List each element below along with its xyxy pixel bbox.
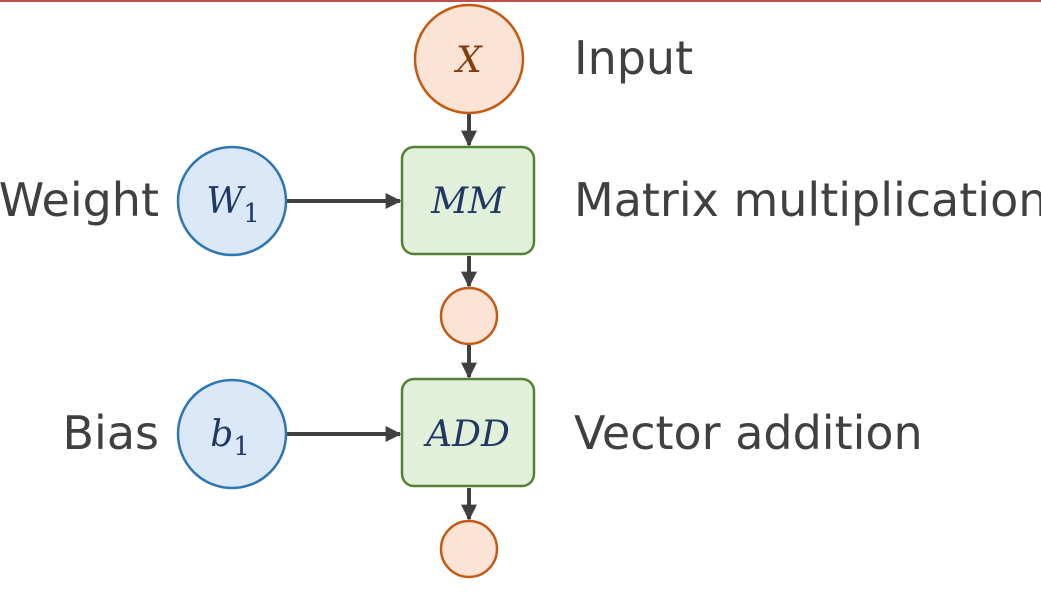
weight-symbol-main: W [206,181,246,222]
bias-label: Bias [63,406,160,460]
weight-node-symbol: W1 [206,181,260,229]
mm-op-node: MM [400,145,536,256]
bias-node: b1 [176,378,288,490]
bias-symbol-subscript: 1 [233,432,250,462]
mm-label: Matrix multiplication [574,173,1041,227]
input-node-circle [413,3,525,115]
mm-op-symbol: MM [430,181,506,222]
add-op-symbol: ADD [423,414,510,455]
edges [287,114,477,521]
weight-label: Weight [0,173,159,227]
weight-node-circle [176,145,288,257]
bias-node-symbol: b1 [210,414,250,462]
input-label: Input [574,31,693,85]
input-node: X [413,3,525,115]
input-node-symbol: X [453,40,483,81]
mm-op-box [400,145,536,256]
bias-symbol-main: b [210,414,233,455]
add-label: Vector addition [574,406,923,460]
add-op-node: ADD [400,377,536,488]
bias-node-circle [176,378,288,490]
add-op-box [400,377,536,488]
top-rule [0,0,1041,2]
intermediate-node [439,286,499,346]
weight-node: W1 [176,145,288,257]
output-node [439,519,499,579]
weight-symbol-subscript: 1 [243,199,260,229]
